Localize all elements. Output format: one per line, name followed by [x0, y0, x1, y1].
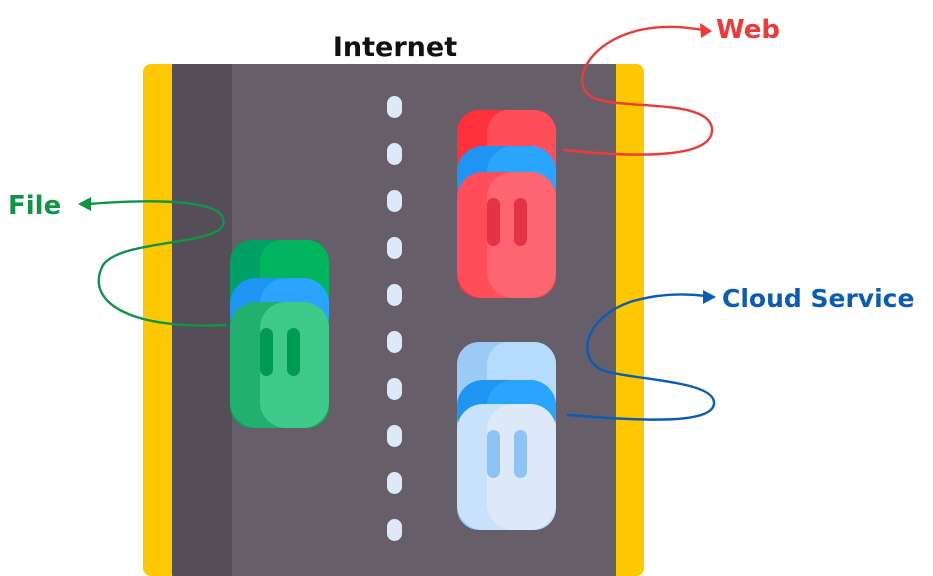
- lane-marker: [387, 190, 402, 212]
- arrow-head-icon: [700, 23, 712, 38]
- arrow-head-icon: [703, 290, 716, 304]
- lane-marker: [387, 331, 402, 353]
- red-car-icon: [457, 110, 556, 298]
- lane-marker: [387, 378, 402, 400]
- cloud-service-label: Cloud Service: [722, 284, 914, 313]
- lane-marker: [387, 96, 402, 118]
- lane-marker: [387, 237, 402, 259]
- lane-marker: [387, 472, 402, 494]
- lane-marker: [387, 143, 402, 165]
- diagram-title: Internet: [333, 32, 457, 63]
- lane-marker: [387, 284, 402, 306]
- lane-marker: [387, 519, 402, 541]
- green-car-icon: [230, 240, 329, 428]
- light-blue-car-icon: [457, 342, 556, 530]
- web-label: Web: [716, 15, 780, 45]
- arrow-head-icon: [78, 197, 91, 211]
- road-shoulder-shadow: [172, 64, 232, 576]
- lane-marker: [387, 425, 402, 447]
- road: [143, 64, 644, 576]
- file-label: File: [8, 191, 61, 221]
